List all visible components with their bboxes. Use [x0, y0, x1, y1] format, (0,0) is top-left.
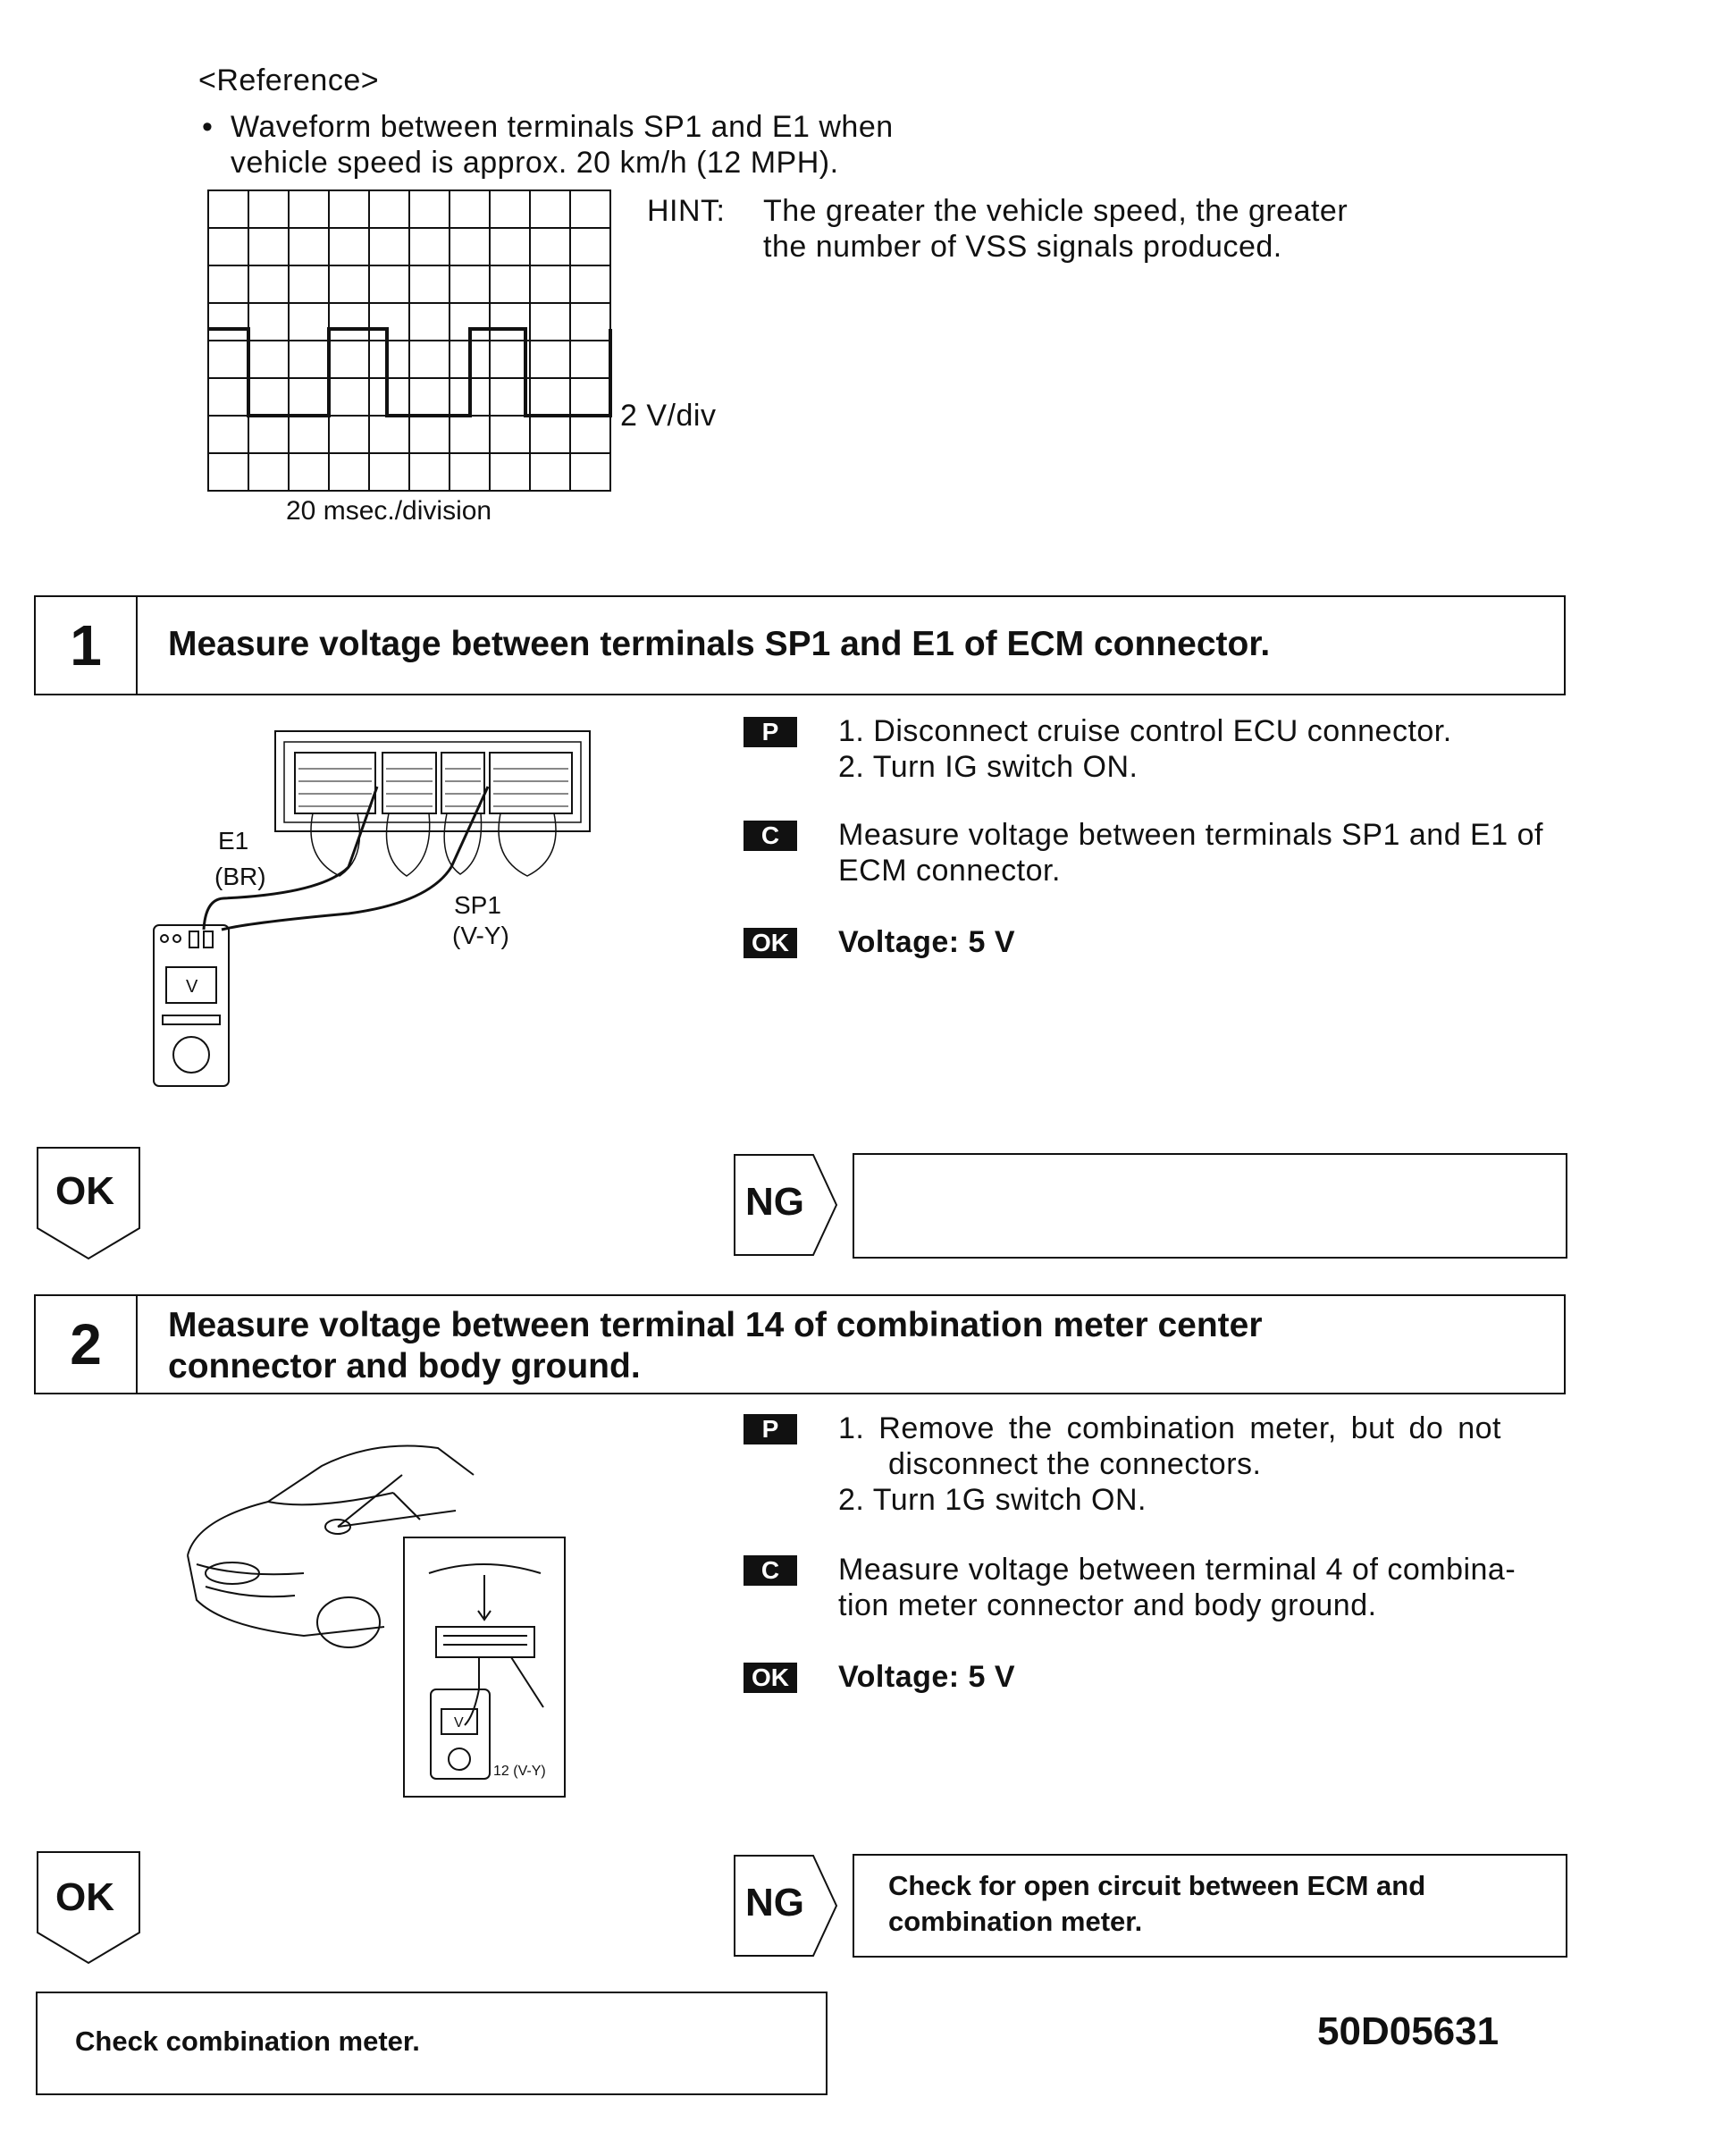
reference-bullet-line2: vehicle speed is approx. 20 km/h (12 MPH…: [231, 146, 839, 180]
hint-label: HINT:: [647, 194, 726, 228]
step1-ok-badge: OK: [744, 928, 797, 958]
step1-header: 1 Measure voltage between terminals SP1 …: [34, 595, 1566, 695]
step2-p-item2: 2. Turn 1G switch ON.: [838, 1483, 1147, 1517]
step2-number: 2: [36, 1296, 138, 1393]
final-action-box: Check combination meter.: [36, 1992, 828, 2095]
step1-p-item1: 1. Disconnect cruise control ECU connect…: [838, 714, 1452, 748]
reference-bullet-line1: Waveform between terminals SP1 and E1 wh…: [231, 110, 894, 144]
combination-meter-figure: V 12 (V-Y): [187, 1444, 566, 1798]
document-code: 50D05631: [1317, 2009, 1500, 2053]
step1-ok-arrow-shape: [37, 1147, 140, 1260]
hint-line2: the number of VSS signals produced.: [763, 230, 1282, 264]
step1-ng-action-box: [853, 1153, 1567, 1259]
step2-title-line2: connector and body ground.: [168, 1347, 641, 1385]
time-div-label: 20 msec./division: [286, 496, 492, 526]
step1-ng-arrow-shape: [734, 1154, 838, 1256]
step2-ng-arrow-shape: [734, 1855, 838, 1957]
reference-heading: <Reference>: [198, 63, 380, 97]
step2-p-item1b: disconnect the connectors.: [888, 1447, 1262, 1481]
step1-ng-label: NG: [745, 1180, 804, 1224]
step2-ng-label: NG: [745, 1881, 804, 1924]
step2-ok-label: OK: [55, 1875, 114, 1919]
step2-ng-action-box: Check for open circuit between ECM and c…: [853, 1854, 1567, 1958]
sp1-wire-label: (V-Y): [452, 922, 509, 949]
meter2-v-label: V: [454, 1715, 464, 1731]
step1-ok-text: Voltage: 5 V: [838, 925, 1016, 959]
step2-ok-text: Voltage: 5 V: [838, 1660, 1016, 1694]
step1-p-badge: P: [744, 717, 797, 747]
e1-label: E1: [218, 827, 248, 855]
step1-c-line1: Measure voltage between terminals SP1 an…: [838, 818, 1543, 852]
step2-title-line1: Measure voltage between terminal 14 of c…: [168, 1306, 1263, 1344]
step1-ok-label: OK: [55, 1169, 114, 1213]
step2-ok-badge: OK: [744, 1663, 797, 1693]
wire-label-12-vy: 12 (V-Y): [493, 1764, 546, 1779]
bullet-dot: •: [202, 110, 214, 144]
step1-c-line2: ECM connector.: [838, 854, 1061, 888]
step2-c-line2: tion meter connector and body ground.: [838, 1588, 1377, 1622]
final-action: Check combination meter.: [75, 2025, 420, 2057]
sp1-label: SP1: [454, 891, 501, 919]
volt-div-label: 2 V/div: [620, 399, 717, 433]
step2-ng-action-line1: Check for open circuit between ECM and: [888, 1870, 1426, 1901]
step2-ok-arrow-shape: [37, 1851, 140, 1965]
step2-header: 2 Measure voltage between terminal 14 of…: [34, 1294, 1566, 1394]
step2-p-item1a: 1. Remove the combination meter, but do …: [838, 1411, 1502, 1445]
step2-ng-action-line2: combination meter.: [888, 1906, 1143, 1937]
meter-v-label: V: [186, 977, 198, 997]
square-wave: [208, 327, 612, 417]
step2-c-badge: C: [744, 1555, 797, 1586]
step1-p-item2: 2. Turn IG switch ON.: [838, 750, 1138, 784]
step2-c-line1: Measure voltage between terminal 4 of co…: [838, 1553, 1517, 1587]
e1-wire-label: (BR): [214, 863, 266, 890]
step1-title: Measure voltage between terminals SP1 an…: [168, 625, 1271, 663]
oscilloscope-waveform-figure: [207, 189, 612, 492]
step1-c-badge: C: [744, 821, 797, 851]
ecm-connector-figure: V E1 (BR) SP1 (V-Y): [153, 730, 591, 1087]
hint-line1: The greater the vehicle speed, the great…: [763, 194, 1349, 228]
step2-p-badge: P: [744, 1414, 797, 1444]
step1-number: 1: [36, 597, 138, 694]
